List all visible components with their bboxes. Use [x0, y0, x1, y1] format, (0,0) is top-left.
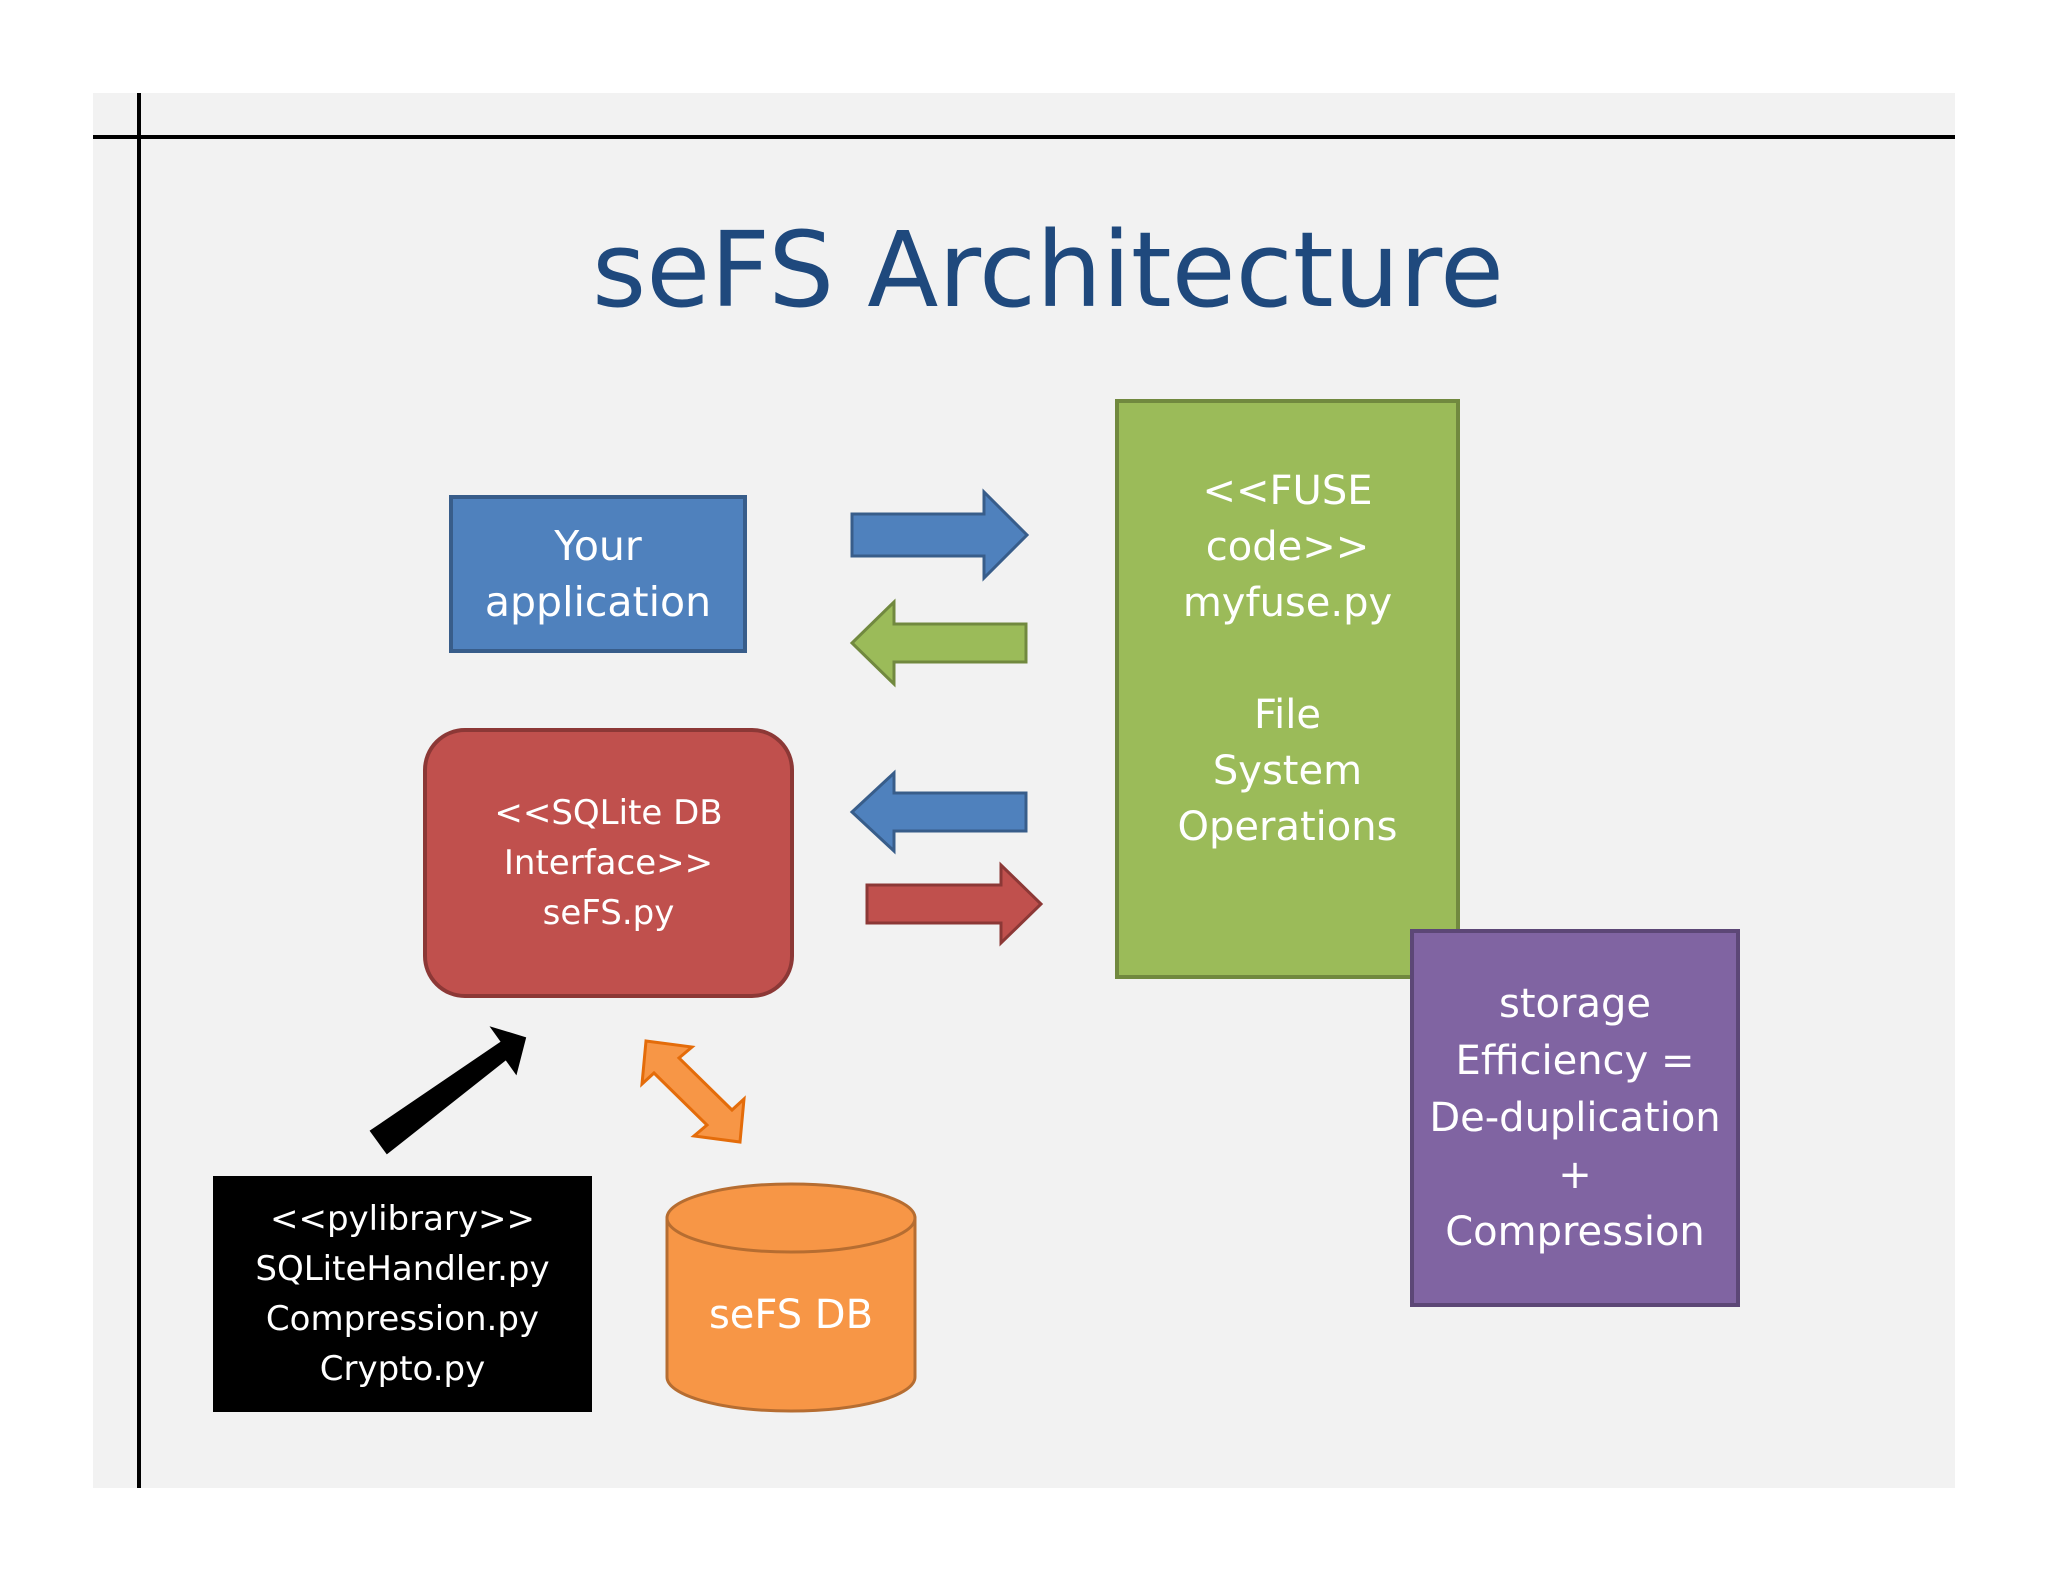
slide-title: seFS Architecture: [592, 209, 1504, 331]
arrow-sqlite-to-fuse: [865, 861, 1044, 947]
database-cylinder: [665, 1182, 917, 1413]
arrow-app-to-fuse: [850, 488, 1030, 582]
arrow-sqlite-db-bidirectional: [640, 1039, 746, 1144]
sqlite-interface-box: <<SQLite DB Interface>> seFS.py: [423, 728, 794, 998]
arrow-fuse-to-app: [849, 598, 1028, 688]
arrow-fuse-to-sqlite: [849, 769, 1028, 855]
vertical-rule: [137, 93, 141, 1488]
horizontal-rule: [93, 135, 1955, 139]
pylibrary-box: <<pylibrary>> SQLiteHandler.py Compressi…: [213, 1176, 592, 1412]
fuse-code-box: <<FUSE code>> myfuse.py File System Oper…: [1115, 399, 1460, 979]
storage-efficiency-box: storage Efficiency = De-duplication + Co…: [1410, 929, 1740, 1307]
your-application-box: Your application: [449, 495, 747, 653]
arrow-pylibrary-to-sqlite: [369, 1026, 527, 1155]
sefs-db-label: seFS DB: [708, 1292, 874, 1338]
